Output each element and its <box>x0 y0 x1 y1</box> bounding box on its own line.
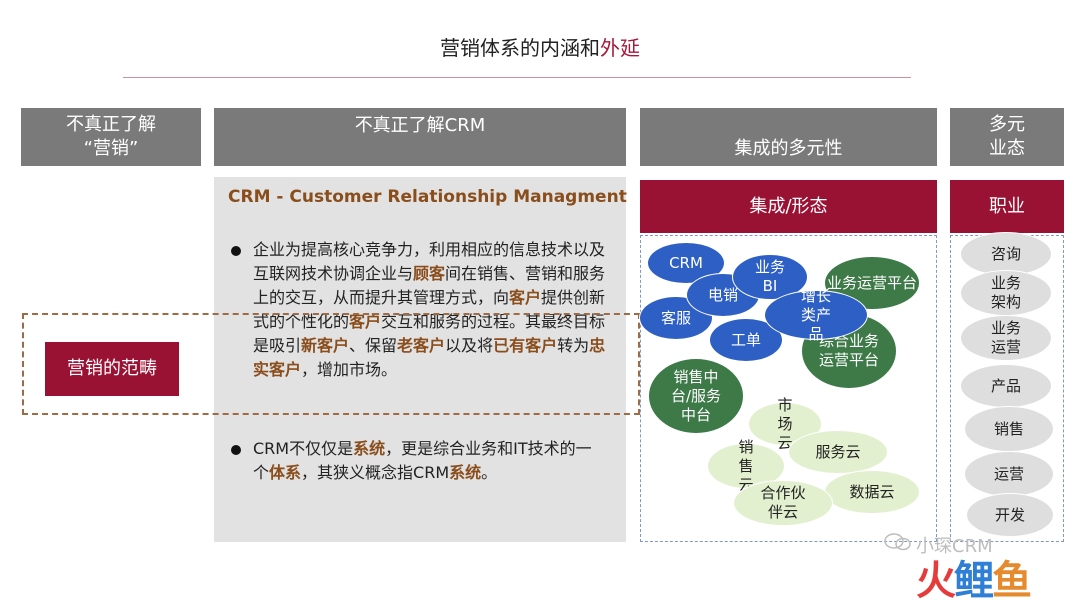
bullet-dot-2 <box>231 445 241 455</box>
bubble-crm: CRM <box>647 242 725 284</box>
crm-bullet-2: CRM不仅仅是系统，更是综合业务和IT技术的一个体系，其狭义概念指CRM系统。 <box>253 437 607 485</box>
header-career: 多元 业态 <box>950 108 1064 166</box>
header-integration-line1: 集成的多元性 <box>734 138 843 159</box>
crm-title: CRM - Customer Relationship Managment <box>228 187 627 207</box>
header-crm: 不真正了解CRM <box>214 108 626 166</box>
crm-bullet-1: 企业为提高核心竞争力，利用相应的信息技术以及互联网技术协调企业与顾客间在销售、营… <box>253 238 607 382</box>
bubble-partner-cloud: 合作伙伴云 <box>733 480 833 526</box>
title-accent: 外延 <box>600 36 640 60</box>
career-header: 职业 <box>950 180 1064 233</box>
career-item-product: 产品 <box>960 364 1052 408</box>
watermark-logo-char: 鲤 <box>954 558 994 604</box>
text-segment: ，其狭义概念指CRM <box>301 463 450 482</box>
bubble-growth-products: 增长类产品 <box>764 287 868 343</box>
text-segment: 以及将 <box>445 336 494 355</box>
career-item-business-operation: 业务运营 <box>960 315 1052 361</box>
title-main: 营销体系的内涵和 <box>440 36 600 60</box>
text-segment: CRM不仅仅是 <box>253 439 354 458</box>
highlight-term: 已有客户 <box>493 336 558 355</box>
highlight-term: 客户 <box>349 312 382 331</box>
page-title: 营销体系的内涵和外延 <box>0 32 1080 61</box>
highlight-term: 体系 <box>269 463 302 482</box>
text-segment: ，增加市场。 <box>301 360 398 379</box>
header-integration: 集成的多元性 <box>640 108 937 166</box>
bullet-dot-1 <box>231 246 241 256</box>
text-segment: 间在销售、营销和服务上的交互，从而提升其管理方式，向 <box>253 264 606 307</box>
highlight-term: 客户 <box>509 288 542 307</box>
bubble-data-cloud: 数据云 <box>824 470 920 514</box>
highlight-term: 忠实客户 <box>253 336 606 379</box>
text-segment: 。 <box>481 463 498 482</box>
text-segment: 交互和服务的过程。其最终目标是吸引 <box>253 312 606 355</box>
integration-frame <box>640 235 937 542</box>
highlight-term: 顾客 <box>413 264 446 283</box>
career-item-operations: 运营 <box>964 451 1054 497</box>
marketing-scope-label: 营销的范畴 <box>45 342 179 396</box>
integration-header: 集成/形态 <box>640 180 937 233</box>
career-item-development: 开发 <box>966 493 1054 537</box>
header-career-line2: 业态 <box>989 138 1025 159</box>
career-item-consulting: 咨询 <box>960 232 1052 276</box>
highlight-term: 老客户 <box>397 336 446 355</box>
bubble-sales-cloud: 销售云 <box>707 438 785 494</box>
watermark-text: 小琛CRM <box>916 536 993 557</box>
title-divider <box>123 77 911 78</box>
header-marketing-line2: “营销” <box>83 138 139 159</box>
header-career-line1: 多元 <box>989 114 1025 135</box>
career-item-business-architecture: 业务架构 <box>960 270 1052 316</box>
text-segment: ，更是综合业务和IT技术的一个 <box>253 439 592 482</box>
watermark-logo-char: 火 <box>916 558 956 604</box>
highlight-term: 系统 <box>353 439 386 458</box>
watermark-logo-char: 鱼 <box>992 558 1032 604</box>
text-segment: 、保留 <box>349 336 398 355</box>
wechat-icon <box>884 532 912 552</box>
header-marketing-line1: 不真正了解 <box>66 114 156 135</box>
text-segment: 提供创新式的个性化的 <box>253 288 606 331</box>
bubble-service-cloud: 服务云 <box>788 430 888 474</box>
bubble-sales-service-middle: 销售中台/服务中台 <box>648 358 744 434</box>
header-crm-line1: 不真正了解CRM <box>354 115 486 136</box>
highlight-term: 新客户 <box>301 336 350 355</box>
marketing-scope-frame <box>22 313 640 415</box>
watermark-logo: 火鲤鱼 <box>916 548 1032 606</box>
text-segment: 企业为提高核心竞争力，利用相应的信息技术以及互联网技术协调企业与 <box>253 240 606 283</box>
header-marketing: 不真正了解 “营销” <box>21 108 201 166</box>
highlight-term: 系统 <box>449 463 482 482</box>
bubble-work-order: 工单 <box>709 318 783 362</box>
career-item-sales: 销售 <box>964 406 1054 452</box>
crm-panel <box>214 177 626 542</box>
text-segment: 转为 <box>557 336 590 355</box>
